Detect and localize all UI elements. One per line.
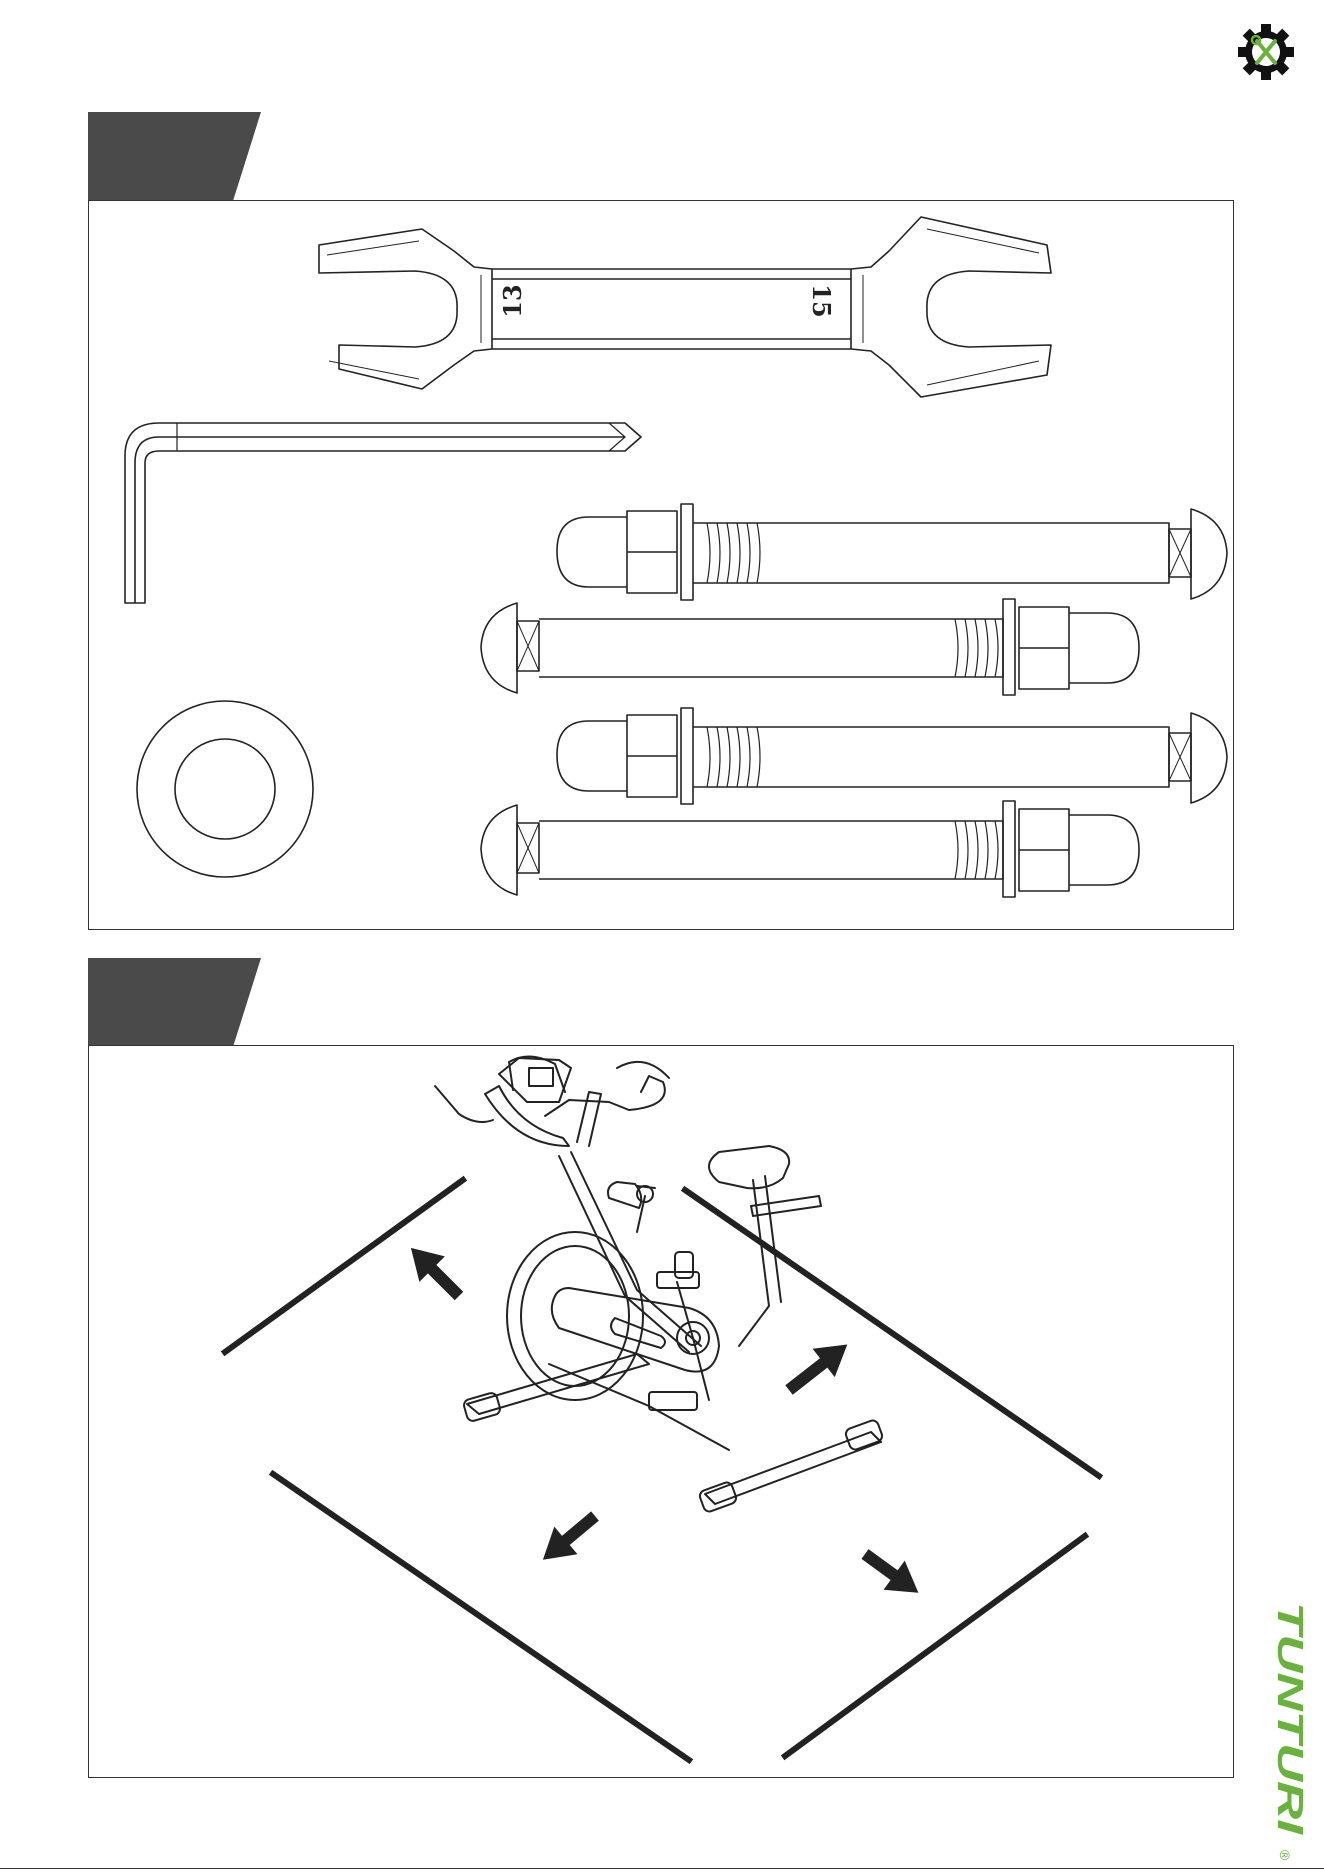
brand-registered-mark: ®	[1277, 1850, 1293, 1861]
clearance-lines	[225, 1180, 1099, 1760]
wrench-size-13: 13	[498, 284, 527, 317]
bolt-2	[481, 599, 1139, 695]
wrench	[319, 217, 1051, 397]
gear-wrench-icon	[1236, 22, 1296, 82]
placement-panel	[88, 1045, 1234, 1778]
brand-logo: TUNTURI ®	[1268, 1602, 1308, 1864]
section-tab-1	[88, 112, 261, 200]
washer	[137, 701, 313, 877]
placement-illustration	[89, 1046, 1235, 1779]
tools-panel: 13 15	[88, 200, 1234, 930]
brand-name: TUNTURI	[1270, 1602, 1308, 1835]
wrench-size-15: 15	[807, 284, 836, 317]
footer-rule	[0, 1868, 1324, 1869]
tools-illustration: 13 15	[89, 201, 1235, 931]
bolt-1	[557, 504, 1227, 600]
bolt-3	[557, 708, 1227, 804]
bolt-4	[481, 801, 1139, 897]
exercise-bike	[435, 1056, 884, 1513]
section-tab-2	[88, 958, 261, 1046]
direction-arrows	[398, 1235, 929, 1607]
